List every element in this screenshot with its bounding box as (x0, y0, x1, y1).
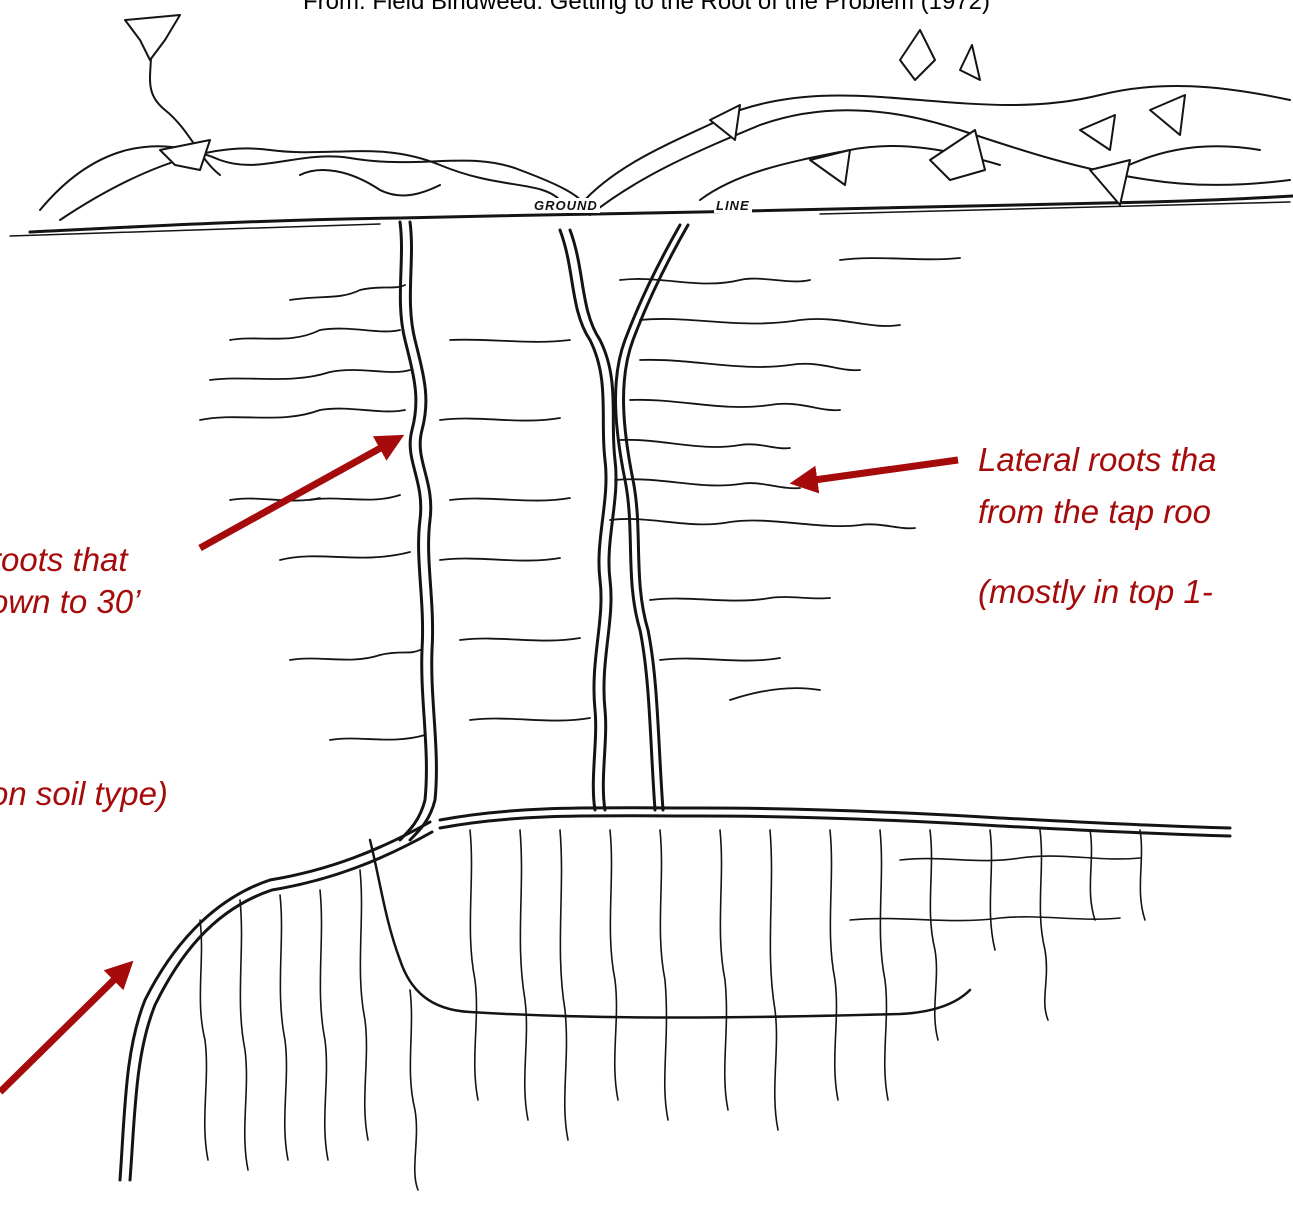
lateral-note-line3: (mostly in top 1- (978, 572, 1213, 612)
arrow-rhizome (0, 968, 126, 1092)
taproot-note-line2: own to 30’ (0, 582, 140, 622)
arrow-lateral-roots (800, 460, 958, 482)
taproot-note-line3: on soil type) (0, 774, 168, 814)
arrow-taproot (200, 440, 395, 548)
lateral-note-line2: from the tap roo (978, 492, 1211, 532)
taproot-note-line1: roots that (0, 540, 128, 580)
lateral-note-line1: Lateral roots tha (978, 440, 1216, 480)
